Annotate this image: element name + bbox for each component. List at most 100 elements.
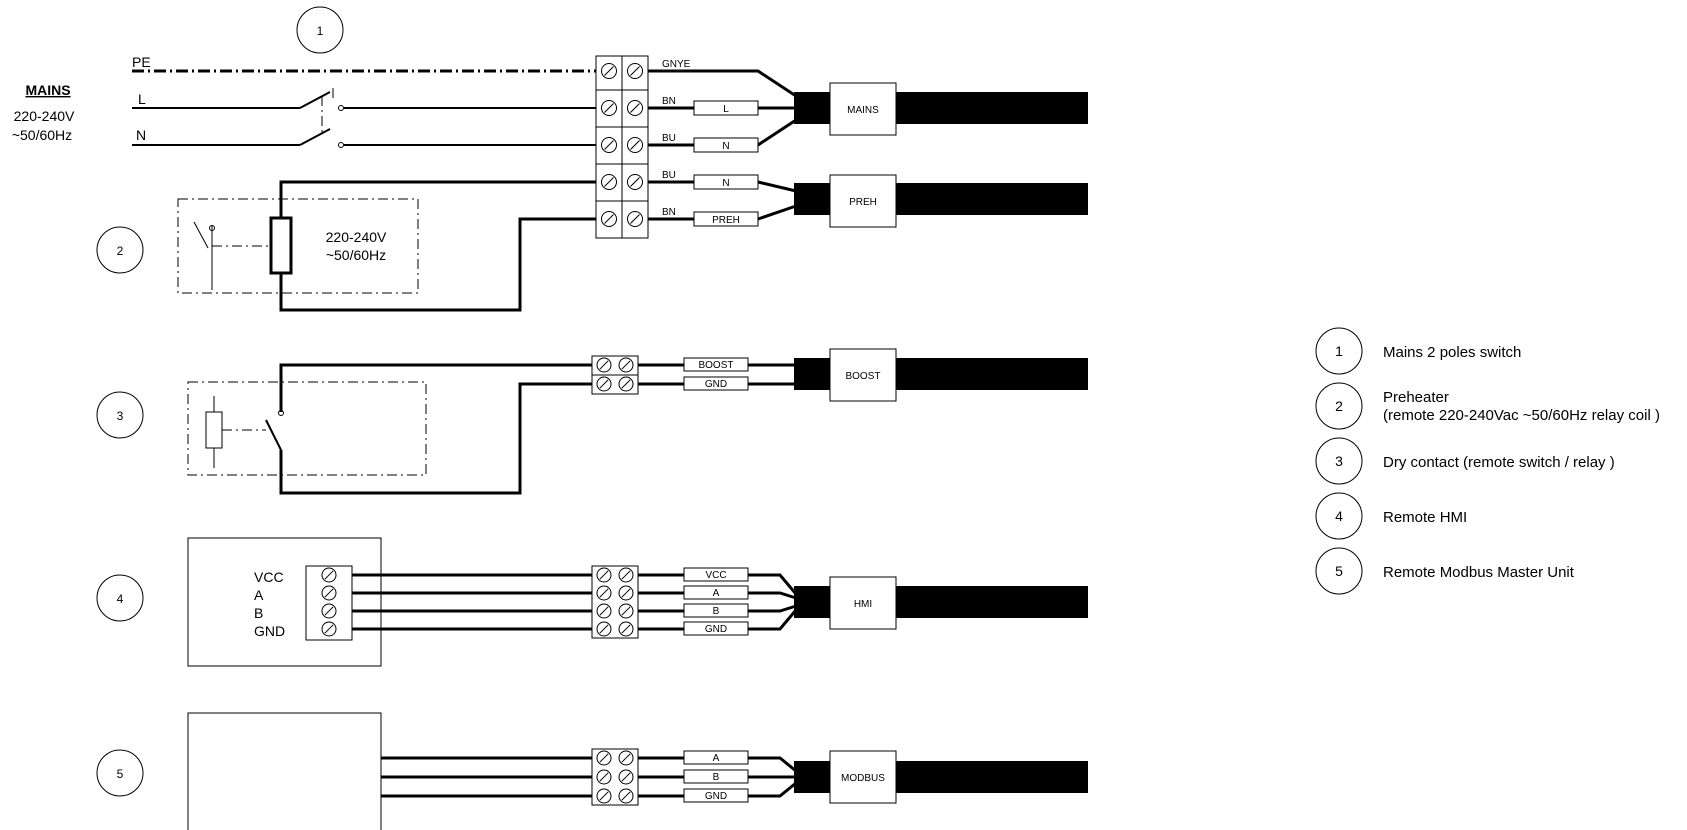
hmi-terminal-screws [321, 567, 337, 637]
cable-mains [896, 92, 1088, 124]
connector-boost-label: BOOST [845, 371, 880, 382]
preheater-box [177, 198, 419, 294]
tag-modbus-gnd-text: GND [705, 791, 727, 802]
terminal-screw-slot [599, 379, 609, 389]
wire-color-gnye: GNYE [662, 59, 691, 70]
tag-preh [693, 211, 759, 227]
relay-contact-point [209, 225, 215, 231]
relay-coil [269, 216, 293, 275]
cable-boost [896, 358, 1088, 390]
terminal-screw-slot [604, 103, 614, 113]
callout-2 [96, 226, 144, 274]
terminal-screw-slot [324, 606, 334, 616]
terminal-screw-slot [621, 753, 631, 763]
terminal-screw-slot [621, 379, 631, 389]
tag-hmi-vcc-text: VCC [705, 570, 726, 581]
connector-modbus [829, 750, 897, 804]
tag-hmi-b-text: B [713, 606, 720, 617]
cable-modbus-stub [794, 761, 830, 793]
tag-boost-text: BOOST [698, 360, 733, 371]
terminal-screw-slot [630, 140, 640, 150]
hmi-out-wires [638, 573, 798, 631]
tag-mains-l-text: L [723, 104, 729, 115]
l-label: L [138, 91, 146, 107]
terminal-screw-slot [599, 360, 609, 370]
terminal-screw-slot [621, 791, 631, 801]
terminal-screw-slot [599, 606, 609, 616]
dry-contact-point [278, 410, 284, 416]
terminal-screw-slot [621, 570, 631, 580]
wire-color-bn-preh: BN [662, 207, 676, 218]
terminal-screws-boost [596, 357, 634, 392]
legend-text-4: Remote HMI [1383, 509, 1467, 526]
connector-modbus-label: MODBUS [841, 773, 885, 784]
legend-circle-4 [1315, 492, 1363, 540]
boost-wire-boost [279, 363, 596, 412]
terminal-screws-modbus [596, 750, 634, 804]
dry-contact-coil [205, 411, 223, 449]
terminal-screw-slot [630, 214, 640, 224]
callout-3 [96, 391, 144, 439]
preheater-voltage: 220-240V [326, 229, 387, 245]
terminal-screw-slot [599, 753, 609, 763]
callout-3-number: 3 [117, 409, 124, 423]
callout-1-number: 1 [317, 24, 324, 38]
terminal-screw-slot [324, 624, 334, 634]
legend: 1 Mains 2 poles switch 2 Preheater (remo… [1315, 327, 1660, 595]
relay-contact-blade [193, 221, 209, 249]
tag-hmi-a [683, 585, 749, 600]
connector-hmi [829, 576, 897, 630]
tag-boost [683, 357, 749, 372]
legend-num-5: 5 [1335, 563, 1343, 579]
connector-hmi-label: HMI [854, 599, 872, 610]
terminal-screw-slot [604, 66, 614, 76]
cable-mains-stub [794, 92, 830, 124]
terminal-screws-main [601, 63, 643, 227]
callout-2-number: 2 [117, 244, 124, 258]
terminal-screw-slot [621, 624, 631, 634]
mains-frequency: ~50/60Hz [12, 127, 72, 143]
legend-num-1: 1 [1335, 343, 1343, 359]
wire-color-bu-n: BU [662, 133, 676, 144]
cable-hmi-stub [794, 586, 830, 618]
cable-preh [896, 183, 1088, 215]
terminal-screw-slot [604, 177, 614, 187]
pe-label: PE [132, 54, 151, 70]
callout-5-number: 5 [117, 767, 124, 781]
boost-wire-gnd [279, 382, 596, 495]
legend-text-5: Remote Modbus Master Unit [1383, 564, 1575, 581]
terminal-screw-slot [599, 570, 609, 580]
switch-blade-n [299, 128, 331, 146]
terminal-screw-slot [621, 588, 631, 598]
terminal-screw-slot [621, 360, 631, 370]
legend-text-2: Preheater [1383, 389, 1449, 406]
tag-mains-n-text: N [722, 141, 729, 152]
tag-boost-gnd [683, 376, 749, 391]
terminal-screw-slot [599, 791, 609, 801]
dry-contact-blade [265, 419, 282, 451]
terminal-screw-slot [599, 772, 609, 782]
legend-text-1: Mains 2 poles switch [1383, 344, 1521, 361]
mains-voltage: 220-240V [14, 108, 75, 124]
terminal-screw-slot [630, 177, 640, 187]
switch-contact-l [338, 105, 344, 111]
mains-title: MAINS [25, 82, 70, 98]
legend-circle-2 [1315, 382, 1363, 430]
terminal-screw-slot [621, 606, 631, 616]
tag-mains-n [693, 137, 759, 153]
legend-text-2b: (remote 220-240Vac ~50/60Hz relay coil ) [1383, 407, 1660, 424]
tag-boost-gnd-text: GND [705, 379, 727, 390]
preheater-frequency: ~50/60Hz [326, 247, 386, 263]
legend-circle-5 [1315, 547, 1363, 595]
tag-modbus-a-text: A [713, 753, 720, 764]
callout-5 [96, 749, 144, 797]
hmi-wires [352, 573, 592, 631]
wire-color-bu-preh: BU [662, 170, 676, 181]
terminal-screw-slot [621, 772, 631, 782]
remote-modbus-box [187, 712, 382, 830]
n-label: N [136, 127, 146, 143]
wire-color-bn-l: BN [662, 96, 676, 107]
legend-circle-3 [1315, 437, 1363, 485]
connector-mains-label: MAINS [847, 105, 879, 116]
